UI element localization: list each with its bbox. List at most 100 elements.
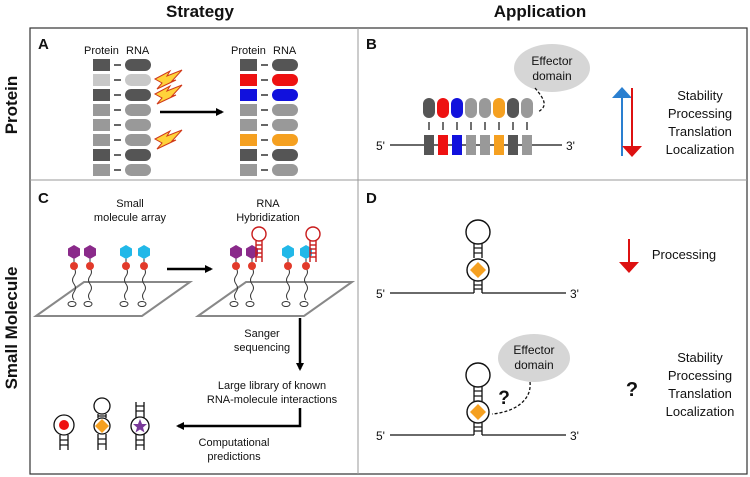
- panel-b: B Effector domain: [366, 36, 734, 157]
- orange-diamond-ligand-icon: [95, 419, 109, 433]
- protein-module: [479, 98, 491, 118]
- rna-module-red: [272, 74, 298, 86]
- effector-domain-ellipse: [514, 44, 590, 92]
- function-stability: Stability: [677, 88, 723, 103]
- rna-hybridization-line2: Hybridization: [236, 212, 300, 224]
- protein-module: [93, 59, 110, 71]
- panel-d-letter: D: [366, 190, 377, 207]
- protein-module: [240, 119, 257, 131]
- protein-module-blue: [240, 89, 257, 101]
- figure-frame: [29, 27, 748, 475]
- down-arrow-icon: [622, 146, 642, 157]
- protein-module: [240, 59, 257, 71]
- function-processing: Processing: [668, 368, 732, 383]
- protein-module: [93, 164, 110, 176]
- protein-module: [93, 89, 110, 101]
- row-header-protein: Protein: [2, 76, 21, 135]
- effector-domain-ellipse: [498, 334, 570, 382]
- effector-linker: [491, 381, 531, 415]
- panel-a-right-rna-label: RNA: [273, 45, 297, 57]
- rna-module: [125, 149, 151, 161]
- protein-module: [423, 98, 435, 118]
- rna-hairpin-icon: [251, 226, 267, 262]
- panel-a-left-rna-label: RNA: [126, 45, 150, 57]
- effector-label-line1: Effector: [531, 54, 572, 68]
- library-line1: Large library of known: [218, 380, 326, 392]
- rna-module: [272, 149, 298, 161]
- five-prime-bottom-label: 5': [376, 429, 385, 443]
- library-line2: RNA-molecule interactions: [207, 394, 338, 406]
- hairpin-star-ligand: [130, 402, 150, 450]
- orange-diamond-ligand-icon: [470, 262, 486, 278]
- sanger-line1: Sanger: [244, 328, 280, 340]
- hairpin-with-ligand-bottom: [390, 362, 566, 436]
- panel-c-letter: C: [38, 190, 49, 207]
- rna-module: [125, 164, 151, 176]
- panel-b-letter: B: [366, 36, 377, 53]
- pumilio-protein-modules: [423, 98, 533, 118]
- panel-a-left-pairs: [93, 59, 151, 176]
- panel-a-right-protein-label: Protein: [231, 45, 266, 57]
- rna-module: [125, 134, 151, 146]
- panel-a-right-pairs: [240, 59, 298, 176]
- protein-module: [451, 98, 463, 118]
- protein-module-orange: [240, 134, 257, 146]
- hybridized-array-plate: [194, 226, 356, 317]
- small-molecule-array-line2: molecule array: [94, 212, 167, 224]
- function-stability: Stability: [677, 350, 723, 365]
- rna-module: [125, 74, 151, 86]
- lightning-bolt-icon: [153, 84, 183, 105]
- protein-module: [465, 98, 477, 118]
- protein-module: [93, 134, 110, 146]
- rna-module: [125, 104, 151, 116]
- function-processing: Processing: [668, 106, 732, 121]
- three-prime-label: 3': [566, 139, 575, 153]
- prediction-arrow: [176, 408, 302, 430]
- panel-c: C Small molecule array RNA Hybridization: [32, 190, 356, 463]
- protein-module: [493, 98, 505, 118]
- protein-module: [240, 104, 257, 116]
- rna-module: [272, 104, 298, 116]
- rna-module: [125, 89, 151, 101]
- header-application: Application: [494, 2, 587, 21]
- protein-module: [93, 74, 110, 86]
- hairpin-with-ligand-top: [390, 219, 566, 294]
- rna-module-blue: [272, 89, 298, 101]
- protein-module-red: [240, 74, 257, 86]
- panel-d: D 5' 3' Processing Effector domain ?: [366, 190, 734, 443]
- panel-a-left-protein-label: Protein: [84, 45, 119, 57]
- red-ligand-icon: [59, 420, 69, 430]
- purple-star-ligand-icon: [133, 419, 147, 433]
- function-translation: Translation: [668, 386, 732, 401]
- protein-module: [437, 98, 449, 118]
- effector-linker: [534, 87, 545, 113]
- hairpin-orange-ligand: [93, 397, 111, 450]
- rna-module: [272, 119, 298, 131]
- computational-line1: Computational: [199, 437, 270, 449]
- function-localization: Localization: [666, 404, 735, 419]
- computational-line2: predictions: [207, 451, 261, 463]
- panel-a-letter: A: [38, 36, 49, 53]
- up-arrow-icon: [612, 87, 632, 98]
- protein-module: [93, 104, 110, 116]
- row-header-small-molecule: Small Molecule: [2, 267, 21, 390]
- effector-label-line1: Effector: [513, 343, 554, 357]
- lightning-bolt-icon: [153, 129, 183, 150]
- rna-module: [272, 59, 298, 71]
- small-molecule-array-plate: [32, 245, 194, 317]
- function-translation: Translation: [668, 124, 732, 139]
- protein-module: [93, 149, 110, 161]
- unknown-effect-question-mark: ?: [626, 379, 638, 401]
- rna-module: [125, 119, 151, 131]
- rna-hairpin-icon: [305, 226, 321, 262]
- three-prime-bottom-label: 3': [570, 429, 579, 443]
- small-molecule-array-line1: Small: [116, 198, 144, 210]
- protein-module: [93, 119, 110, 131]
- rna-hybridization-line1: RNA: [256, 198, 280, 210]
- lightning-bolt-icon: [153, 69, 183, 90]
- function-localization: Localization: [666, 142, 735, 157]
- panel-a: A Protein RNA Protein RNA: [38, 36, 298, 176]
- processing-label: Processing: [652, 247, 716, 262]
- five-prime-top-label: 5': [376, 287, 385, 301]
